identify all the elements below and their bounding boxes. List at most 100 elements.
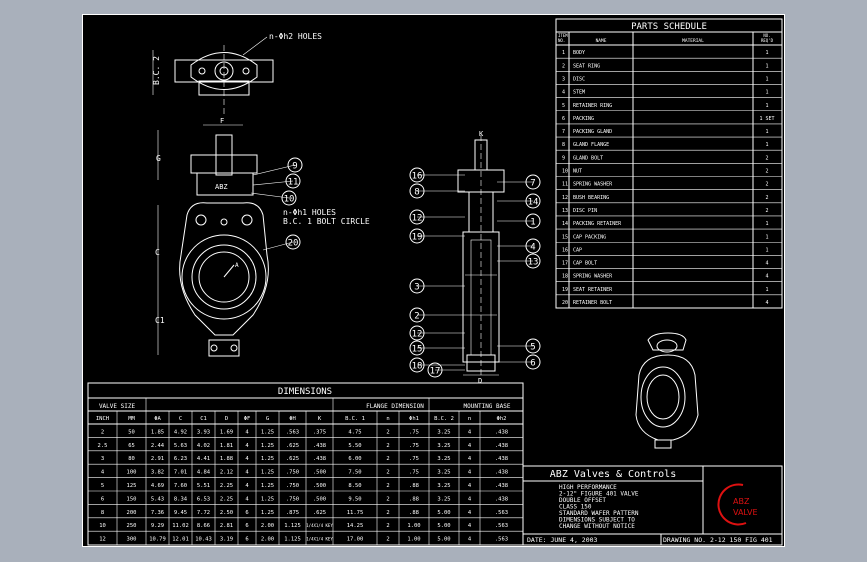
dims-cell: .75 bbox=[409, 429, 419, 435]
dims-col-header: B.C. 2 bbox=[434, 416, 454, 422]
dims-cell: 1.25 bbox=[261, 483, 274, 489]
dims-cell: 1.25 bbox=[261, 510, 274, 516]
dims-cell: 2.50 bbox=[220, 510, 233, 516]
parts-name: CAP BOLT bbox=[573, 261, 597, 267]
parts-qty: 2 bbox=[765, 155, 768, 161]
dims-cell: 2.00 bbox=[261, 537, 274, 543]
label-A: A bbox=[235, 262, 239, 269]
dims-cell: 2 bbox=[386, 537, 389, 543]
balloon-label: 3 bbox=[414, 283, 419, 293]
dims-cell: 80 bbox=[128, 456, 135, 462]
label-C1: C1 bbox=[155, 316, 165, 325]
dims-col-header: Φh1 bbox=[409, 416, 419, 422]
drawing-date: DATE: JUNE 4, 2003 bbox=[527, 536, 598, 544]
dims-cell: .75 bbox=[409, 443, 419, 449]
dims-cell: 200 bbox=[127, 510, 137, 516]
dims-cell: 5.51 bbox=[197, 483, 210, 489]
balloon-label: 2 bbox=[414, 312, 419, 322]
balloon-label: 4 bbox=[530, 243, 535, 253]
parts-name: GLAND FLANGE bbox=[573, 142, 609, 148]
drawing-number: DRAWING NO. 2-12 150 FIG 401 bbox=[663, 536, 773, 544]
dims-cell: 50 bbox=[128, 429, 135, 435]
dims-cell: 2.81 bbox=[220, 523, 233, 529]
balloon-label: 19 bbox=[412, 233, 423, 243]
group-mounting-base: MOUNTING BASE bbox=[464, 403, 511, 410]
dims-cell: .500 bbox=[313, 496, 326, 502]
parts-name: RETAINER RING bbox=[573, 103, 612, 109]
dims-cell: 7.60 bbox=[174, 483, 187, 489]
dims-cell: 3 bbox=[101, 456, 104, 462]
logo-abz: ABZ bbox=[733, 497, 750, 506]
balloon-label: 10 bbox=[284, 195, 295, 205]
balloon-circle bbox=[409, 209, 425, 225]
parts-item-no: 6 bbox=[562, 116, 565, 122]
dims-col-header: Φh2 bbox=[497, 416, 507, 422]
dims-cell: 6.00 bbox=[348, 456, 361, 462]
balloon-circle bbox=[525, 354, 541, 370]
dims-cell: 2 bbox=[101, 429, 104, 435]
company-name: ABZ Valves & Controls bbox=[550, 469, 676, 480]
dims-cell: 1.125 bbox=[284, 537, 301, 543]
dims-cell: 3.25 bbox=[437, 483, 450, 489]
balloon-label: 11 bbox=[288, 178, 299, 188]
dims-cell: 2.25 bbox=[220, 496, 233, 502]
dims-cell: 2 bbox=[386, 429, 389, 435]
dims-cell: 1.85 bbox=[151, 429, 164, 435]
dims-cell: 100 bbox=[127, 470, 137, 476]
dims-cell: 5.00 bbox=[437, 537, 450, 543]
parts-item-no: 13 bbox=[562, 208, 568, 214]
dims-cell: .500 bbox=[313, 483, 326, 489]
dims-cell: 4.75 bbox=[348, 429, 361, 435]
dims-cell: 4 bbox=[245, 483, 249, 489]
dims-cell: 4 bbox=[245, 443, 249, 449]
parts-qty: 1 bbox=[765, 129, 768, 135]
parts-item-no: 14 bbox=[562, 221, 568, 227]
dims-cell: 1.00 bbox=[407, 523, 420, 529]
dims-cell: .563 bbox=[286, 429, 299, 435]
balloon-circle bbox=[409, 340, 425, 356]
parts-name: PACKING RETAINER bbox=[573, 221, 622, 227]
dims-cell: 4 bbox=[468, 429, 472, 435]
dims-cell: 5.50 bbox=[348, 443, 361, 449]
title-desc-line: CHANGE WITHOUT NOTICE bbox=[559, 523, 635, 530]
ps-h-item: ITEM bbox=[558, 33, 568, 38]
balloon-circle bbox=[409, 228, 425, 244]
dims-cell: 4 bbox=[245, 496, 249, 502]
balloon-circle bbox=[409, 183, 425, 199]
balloon-circle bbox=[525, 238, 541, 254]
parts-qty: 1 bbox=[765, 234, 768, 240]
dims-cell: 11.75 bbox=[347, 510, 364, 516]
dims-cell: 12.01 bbox=[172, 537, 189, 543]
dims-cell: .438 bbox=[313, 456, 326, 462]
dims-cell: .500 bbox=[313, 470, 326, 476]
label-G: G bbox=[156, 154, 161, 163]
label-bc2: B.C. 2 bbox=[152, 56, 161, 85]
dims-cell: 4 bbox=[468, 537, 472, 543]
dims-cell: 5.00 bbox=[437, 523, 450, 529]
parts-item-no: 9 bbox=[562, 155, 565, 161]
ps-h-no: NO. bbox=[558, 38, 565, 43]
dims-cell: .438 bbox=[495, 496, 508, 502]
dims-cell: .438 bbox=[495, 443, 508, 449]
balloon-label: 6 bbox=[530, 359, 535, 369]
dims-cell: 9.50 bbox=[348, 496, 361, 502]
parts-name: NUT bbox=[573, 169, 582, 175]
dims-col-header: n bbox=[468, 416, 471, 422]
parts-name: PACKING GLAND bbox=[573, 129, 612, 135]
parts-name: SPRING WASHER bbox=[573, 182, 613, 188]
dims-cell: 6 bbox=[101, 496, 104, 502]
dims-cell: 3.93 bbox=[197, 429, 210, 435]
balloon-circle bbox=[525, 253, 541, 269]
balloon-circle bbox=[525, 338, 541, 354]
balloon-circle bbox=[525, 193, 541, 209]
parts-qty: 1 bbox=[765, 63, 768, 69]
dims-cell: 3.25 bbox=[437, 429, 450, 435]
balloon-circle bbox=[285, 173, 301, 189]
parts-item-no: 12 bbox=[562, 195, 568, 201]
dims-cell: 8.34 bbox=[174, 496, 188, 502]
dims-cell: 5.63 bbox=[174, 443, 187, 449]
dims-cell: .875 bbox=[286, 510, 299, 516]
balloon-label: 12 bbox=[412, 214, 423, 224]
dims-cell: .438 bbox=[495, 483, 508, 489]
